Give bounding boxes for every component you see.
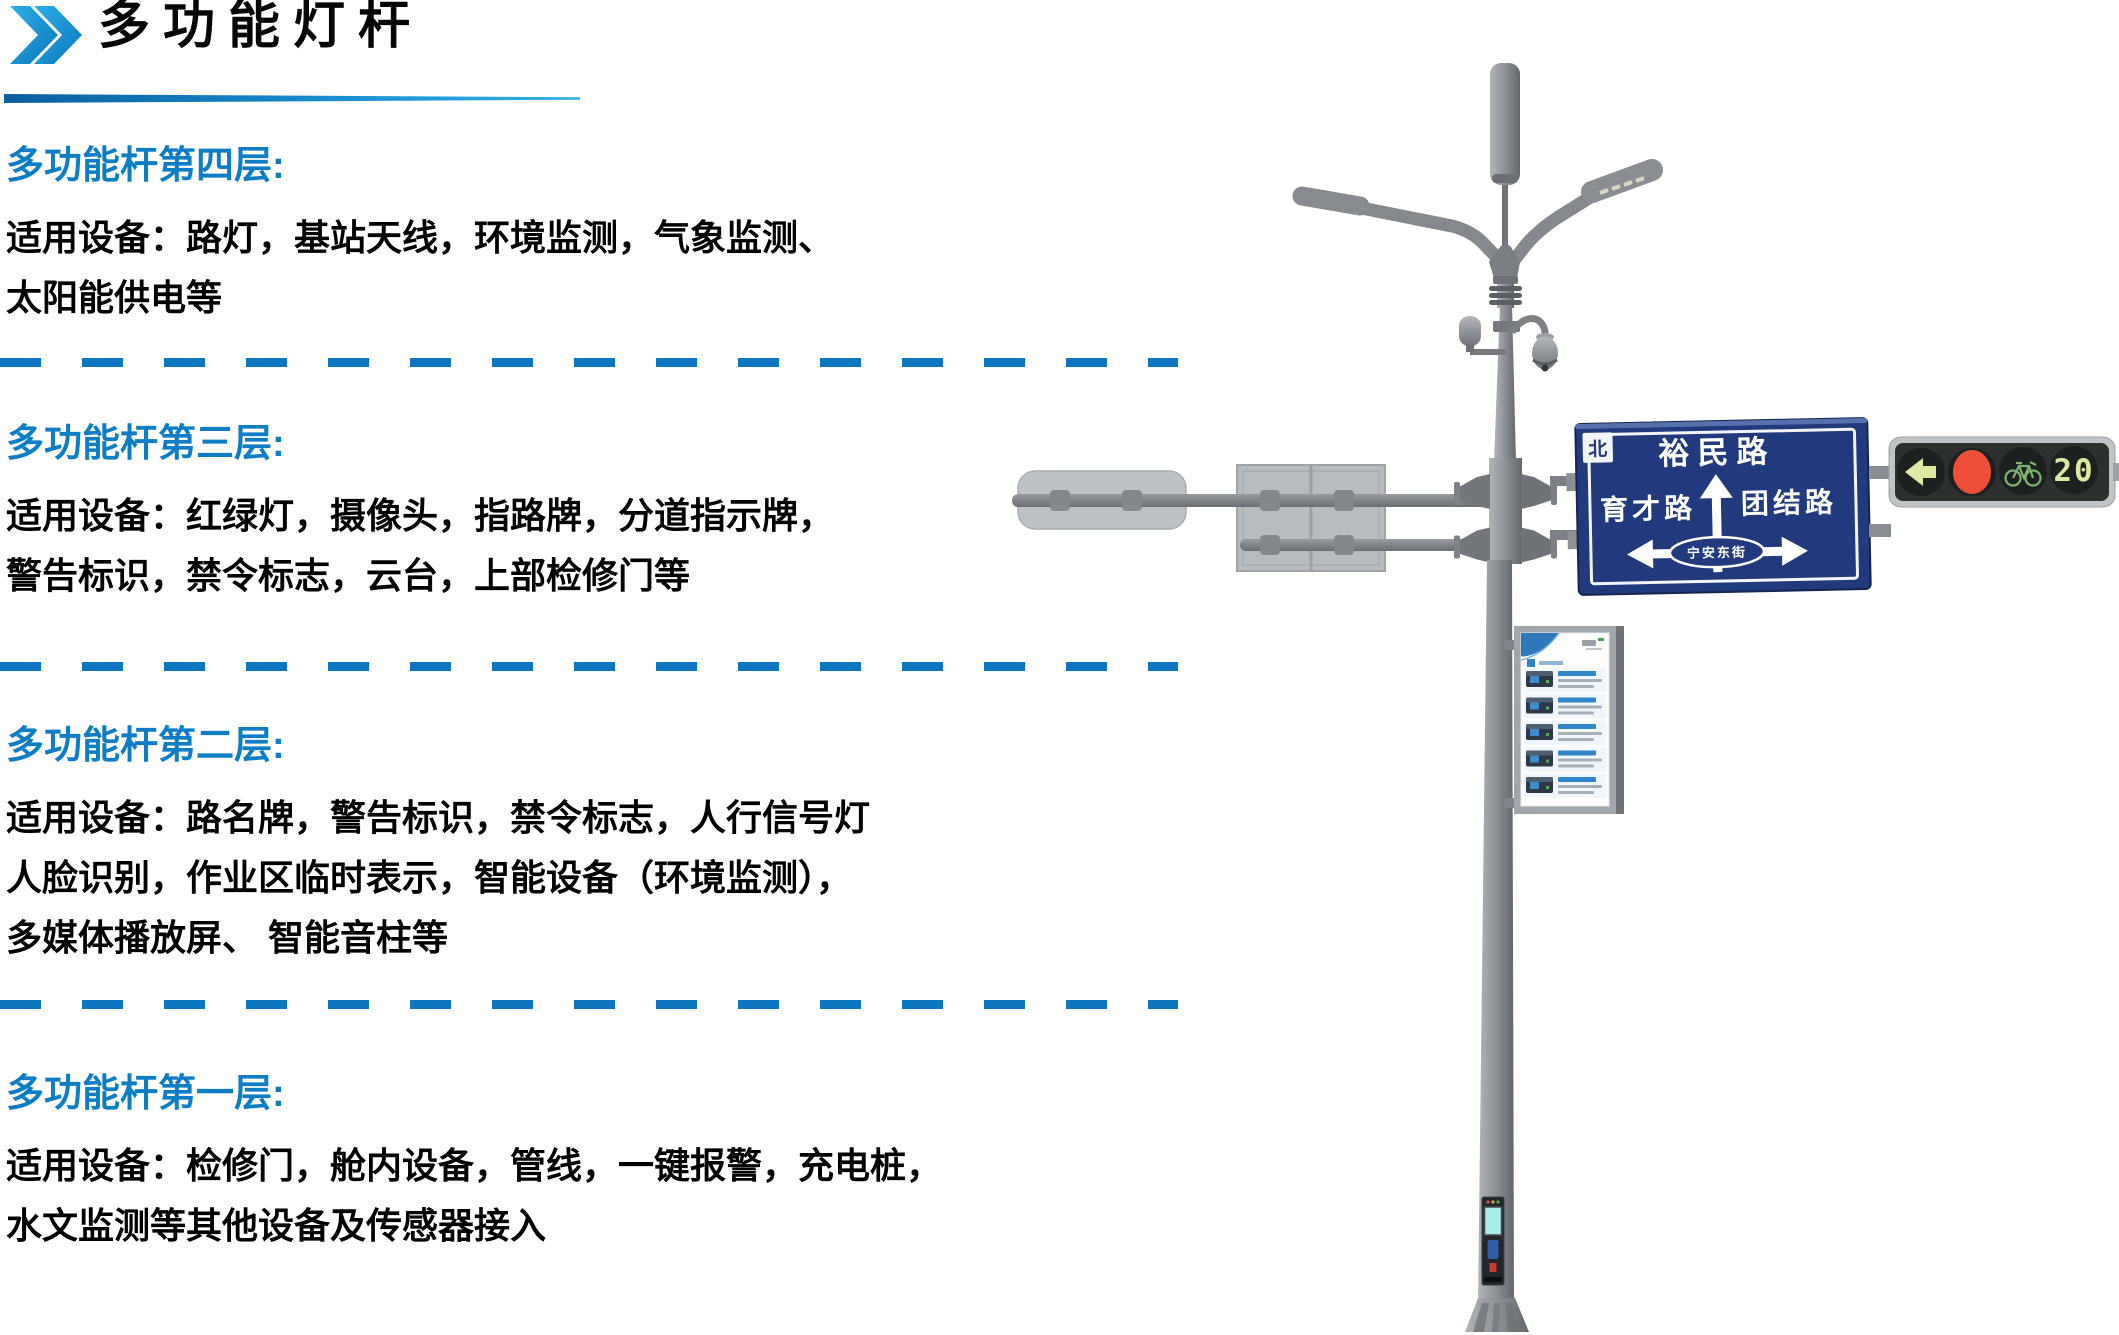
section-layer-1-line-2: 水文监测等其他设备及传感器接入 xyxy=(6,1205,547,1246)
antenna-5g xyxy=(1490,63,1520,248)
section-layer-1: 多功能杆第一层: 适用设备：检修门，舱内设备，管线，一键报警，充电桩， 水文监测… xyxy=(6,1070,942,1256)
lower-shaft xyxy=(1478,560,1514,1307)
poster-swoosh xyxy=(1521,633,1559,657)
upper-shaft xyxy=(1494,305,1516,462)
dashed-divider-1 xyxy=(0,358,1178,367)
pole-ring xyxy=(1489,293,1522,298)
poster-product-row xyxy=(1524,747,1606,772)
pole-ring xyxy=(1489,300,1522,305)
pole-shaft xyxy=(1478,560,1514,1307)
indicator-led-yellow xyxy=(1491,1200,1495,1204)
section-layer-4-heading: 多功能杆第四层: xyxy=(6,145,285,187)
antenna-rod xyxy=(1502,180,1508,248)
panel-slot xyxy=(1484,1277,1502,1282)
traffic-signal: 20 xyxy=(1869,436,2119,537)
north-badge-label: 北 xyxy=(1588,438,1607,460)
indicator-led-green xyxy=(1496,1200,1500,1204)
section-layer-2: 多功能杆第二层: 适用设备：路名牌，警告标识，禁令标志，人行信号灯 人脸识别，作… xyxy=(6,722,870,968)
dashed-divider-2 xyxy=(0,662,1178,671)
pole-upper-section xyxy=(1489,242,1522,462)
page-title: 多功能灯杆 xyxy=(98,0,424,55)
section-layer-3: 多功能杆第三层: 适用设备：红绿灯，摄像头，指路牌，分道指示牌， 警告标识，禁令… xyxy=(6,420,834,606)
poster-product-row xyxy=(1524,774,1606,798)
bicycle-light-icon xyxy=(2004,461,2042,487)
section-layer-4-line-1: 适用设备：路灯，基站天线，环境监测，气象监测、 xyxy=(6,217,835,258)
section-layer-3-line-1: 适用设备：红绿灯，摄像头，指路牌，分道指示牌， xyxy=(6,495,835,536)
ptz-camera xyxy=(1509,315,1558,372)
arm-mount-junction xyxy=(1454,458,1557,564)
section-layer-2-line-2: 人脸识别，作业区临时表示，智能设备（环境监测）， xyxy=(6,857,853,898)
sign-left-arrow-head xyxy=(1626,539,1654,569)
sign-left-road: 育才路 xyxy=(1600,492,1697,526)
panel-module xyxy=(1487,1240,1499,1259)
base-gusset xyxy=(1505,1303,1519,1332)
countdown-display: 20 xyxy=(2053,453,2094,489)
clamp-upper-left xyxy=(1454,474,1490,509)
signal-lens xyxy=(1999,447,2047,495)
section-layer-1-line-1: 适用设备：检修门，舱内设备，管线，一键报警，充电桩， xyxy=(6,1145,943,1186)
poster-product-row xyxy=(1524,694,1606,719)
sign-top-road: 裕民路 xyxy=(1658,434,1776,471)
sign-center-oval xyxy=(1668,535,1766,569)
section-layer-2-heading: 多功能杆第二层: xyxy=(6,725,285,767)
title-underline xyxy=(4,94,580,103)
sensor-body xyxy=(1459,316,1481,346)
poster-product-row xyxy=(1524,721,1606,745)
sign-up-arrow-head xyxy=(1699,474,1733,499)
cross-arm xyxy=(1012,476,1578,555)
left-luminaire xyxy=(1292,186,1370,216)
base-gusset xyxy=(1473,1303,1489,1332)
lower-cross-arm xyxy=(1240,539,1514,551)
north-badge xyxy=(1582,432,1614,463)
antenna-body xyxy=(1490,63,1520,185)
base-gusset xyxy=(1492,1303,1500,1332)
camera-lens xyxy=(1541,364,1549,372)
panel-screen xyxy=(1483,1206,1503,1236)
signal-lens xyxy=(2050,446,2098,494)
poster-bracket xyxy=(1504,640,1518,650)
section-layer-2-line-3: 多媒体播放屏、 智能音柱等 xyxy=(6,917,449,958)
left-lamp-arm xyxy=(1299,190,1510,271)
indicator-led-red xyxy=(1486,1200,1490,1204)
right-luminaire xyxy=(1581,159,1663,203)
sign-right-road: 团结路 xyxy=(1741,487,1838,520)
section-layer-3-heading: 多功能杆第三层: xyxy=(6,423,285,465)
clamp-lower-left xyxy=(1454,527,1490,563)
sign-right-arrow-head xyxy=(1781,536,1808,566)
pole-base xyxy=(1465,1298,1529,1332)
poster-board xyxy=(1504,626,1624,814)
camera-arm xyxy=(1509,315,1549,338)
road-sign: 北 裕民路 育才路 团结路 宁安东街 xyxy=(1566,417,1872,596)
section-layer-4-line-2: 太阳能供电等 xyxy=(6,277,223,318)
sign-back-panels xyxy=(1017,464,1386,572)
left-arrow-light xyxy=(1905,458,1936,486)
section-layer-4: 多功能杆第四层: 适用设备：路灯，基站天线，环境监测，气象监测、 太阳能供电等 xyxy=(6,142,834,328)
right-lamp-arm xyxy=(1501,186,1604,275)
section-layer-3-line-2: 警告标识，禁令标志，云台，上部检修门等 xyxy=(6,555,691,596)
poster-product-row xyxy=(1524,668,1606,692)
red-light xyxy=(1953,450,1991,494)
section-layer-1-heading: 多功能杆第一层: xyxy=(6,1073,285,1115)
street-light-arms xyxy=(1292,159,1663,275)
antenna-cap xyxy=(1492,174,1518,183)
lamp-pole-illustration: 北 裕民路 育才路 团结路 宁安东街 xyxy=(1012,63,2119,1332)
access-panel xyxy=(1481,1196,1505,1286)
emergency-button xyxy=(1489,1263,1497,1272)
section-layer-2-line-1: 适用设备：路名牌，警告标识，禁令标志，人行信号灯 xyxy=(6,797,871,838)
led-stripes xyxy=(1599,176,1645,195)
sign-center-street: 宁安东街 xyxy=(1687,545,1747,561)
poster-logo xyxy=(1582,640,1596,646)
page-header: 多功能灯杆 xyxy=(0,0,2119,120)
pole-ring xyxy=(1489,286,1522,291)
poster-bracket xyxy=(1504,798,1518,808)
dashed-divider-3 xyxy=(0,1000,1178,1009)
double-chevron-icon xyxy=(10,6,82,64)
